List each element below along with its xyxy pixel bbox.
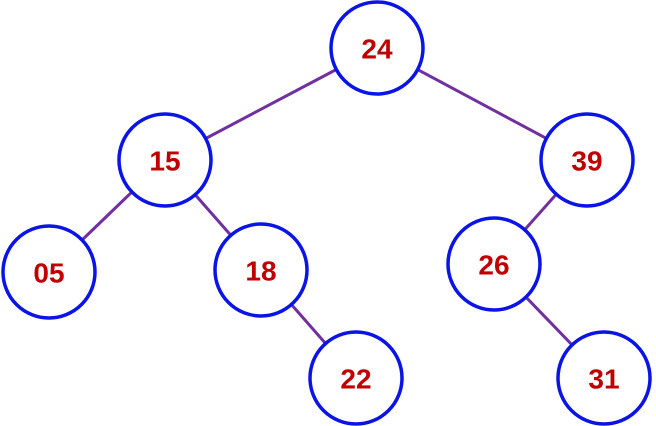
edge-15-05 [80,190,134,242]
edge-24-15 [204,68,338,140]
tree-node-39: 39 [539,112,635,208]
node-label: 24 [361,34,393,65]
node-circle [329,0,425,96]
node-label: 05 [33,258,64,289]
node-circle [556,330,652,426]
node-circle [446,216,542,312]
tree-node-24: 24 [329,0,425,96]
node-circle [117,112,213,208]
tree-node-18: 18 [213,222,309,318]
node-circle [213,222,309,318]
node-label: 22 [340,364,371,395]
edges-layer [80,68,574,347]
tree-node-22: 22 [308,330,404,426]
edge-26-31 [524,295,574,347]
tree-node-15: 15 [117,112,213,208]
tree-node-26: 26 [446,216,542,312]
edge-24-39 [416,68,548,140]
tree-node-31: 31 [556,330,652,426]
node-circle [539,112,635,208]
tree-node-05: 05 [1,224,97,320]
edge-39-26 [523,192,558,232]
node-label: 15 [149,146,180,177]
node-label: 39 [571,146,602,177]
edge-15-18 [193,193,233,237]
node-circle [308,330,404,426]
node-label: 31 [588,364,619,395]
edge-18-22 [289,303,328,345]
node-label: 26 [478,250,509,281]
node-label: 18 [245,256,276,287]
node-circle [1,224,97,320]
